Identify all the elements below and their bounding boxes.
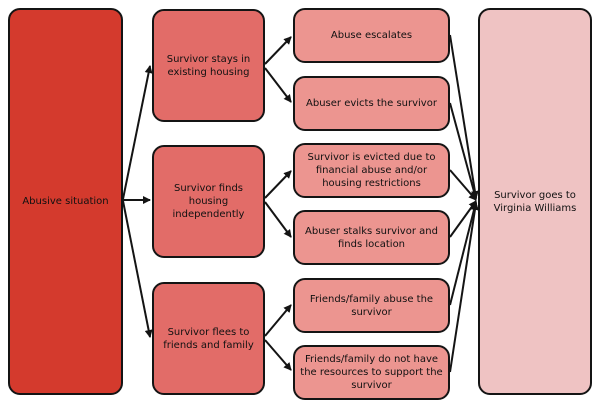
node-survivor-finds-housing: Survivor finds housing independently — [152, 145, 265, 258]
node-abuser-stalks-label: Abuser stalks survivor and finds locatio… — [305, 225, 438, 250]
arrow-evicted-to-outcome — [449, 169, 477, 201]
node-survivor-evicted: Survivor is evicted due to financial abu… — [293, 143, 450, 198]
node-survivor-flees: Survivor flees to friends and family — [152, 282, 265, 395]
node-abuser-evicts-label: Abuser evicts the survivor — [306, 98, 437, 109]
arrow-independent-to-stalks — [264, 201, 292, 238]
arrow-escalates-to-outcome — [449, 34, 479, 199]
node-abuser-evicts: Abuser evicts the survivor — [293, 76, 450, 131]
arrow-no-resources-to-outcome — [449, 202, 479, 373]
node-virginia-williams-label: Survivor goes to Virginia Williams — [493, 189, 577, 214]
node-family-no-resources-label: Friends/family do not have the resources… — [300, 354, 443, 391]
arrow-root-to-flee — [122, 200, 153, 338]
arrow-root-to-stay — [122, 65, 153, 200]
node-abuse-escalates: Abuse escalates — [293, 8, 450, 63]
node-survivor-stays-label: Survivor stays in existing housing — [166, 53, 251, 78]
arrow-flee-to-family-abuse — [264, 304, 292, 337]
arrow-evicts-to-outcome — [449, 102, 479, 200]
node-abusive-situation: Abusive situation — [8, 8, 123, 395]
node-survivor-flees-label: Survivor flees to friends and family — [163, 326, 254, 351]
arrow-stay-to-evicts — [264, 67, 292, 103]
node-abuser-stalks: Abuser stalks survivor and finds locatio… — [293, 210, 450, 265]
node-virginia-williams: Survivor goes to Virginia Williams — [478, 8, 592, 395]
node-survivor-finds-housing-label: Survivor finds housing independently — [172, 183, 245, 220]
node-survivor-stays: Survivor stays in existing housing — [152, 9, 265, 122]
arrow-family-abuse-to-outcome — [449, 201, 479, 306]
node-survivor-evicted-label: Survivor is evicted due to financial abu… — [307, 152, 436, 189]
node-abusive-situation-label: Abusive situation — [22, 196, 109, 207]
arrow-stay-to-escalates — [264, 36, 292, 65]
node-abuse-escalates-label: Abuse escalates — [330, 30, 413, 41]
node-family-abuse-label: Friends/family abuse the survivor — [309, 293, 434, 318]
node-family-abuse: Friends/family abuse the survivor — [293, 278, 450, 333]
arrow-independent-to-evicted — [264, 170, 292, 199]
arrow-flee-to-no-resources — [264, 339, 292, 371]
node-family-no-resources: Friends/family do not have the resources… — [293, 345, 450, 400]
